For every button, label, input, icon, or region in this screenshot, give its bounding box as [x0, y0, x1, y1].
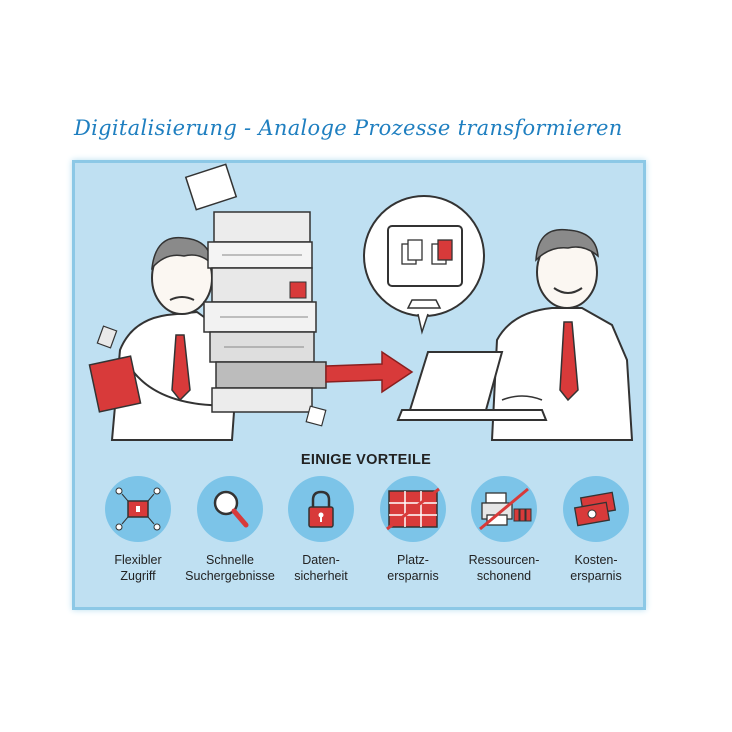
page-title: Digitalisierung - Analoge Prozesse trans… [74, 116, 623, 140]
crossed-printer-icon [479, 487, 532, 531]
benefit-label: Daten- sicherheit [294, 553, 348, 583]
illustration-scene [88, 163, 634, 441]
benefit-cost-saving: Kosten- ersparnis [541, 476, 651, 584]
benefit-fast-search: Schnelle Suchergebnisse [175, 476, 285, 584]
benefit-label: Kosten- ersparnis [570, 553, 622, 583]
benefit-label: Flexibler Zugriff [114, 553, 162, 583]
benefit-circle [471, 476, 537, 542]
padlock-icon [308, 490, 334, 528]
benefit-circle [288, 476, 354, 542]
network-access-icon [115, 487, 161, 531]
benefit-flexible-access: Flexibler Zugriff [83, 476, 193, 584]
stressed-man-illustration [88, 236, 243, 441]
benefit-data-security: Daten- sicherheit [266, 476, 376, 584]
magnifier-icon [213, 490, 249, 528]
benefit-circle [563, 476, 629, 542]
crossed-shelf-icon [386, 487, 440, 531]
benefit-label: Schnelle Suchergebnisse [185, 553, 275, 583]
benefit-resource-saving: Ressourcen- schonend [449, 476, 559, 584]
benefit-circle [380, 476, 446, 542]
benefit-label: Ressourcen- schonend [468, 553, 540, 583]
benefit-circle [197, 476, 263, 542]
paper-stack-illustration [184, 163, 327, 427]
transform-arrow [325, 350, 414, 394]
benefit-label: Platz- ersparnis [387, 553, 439, 583]
benefit-circle [105, 476, 171, 542]
money-bills-icon [573, 491, 617, 527]
benefit-space-saving: Platz- ersparnis [358, 476, 468, 584]
screen-bubble [363, 195, 485, 335]
benefits-heading: EINIGE VORTEILE [300, 452, 432, 468]
happy-man-illustration [396, 228, 634, 441]
